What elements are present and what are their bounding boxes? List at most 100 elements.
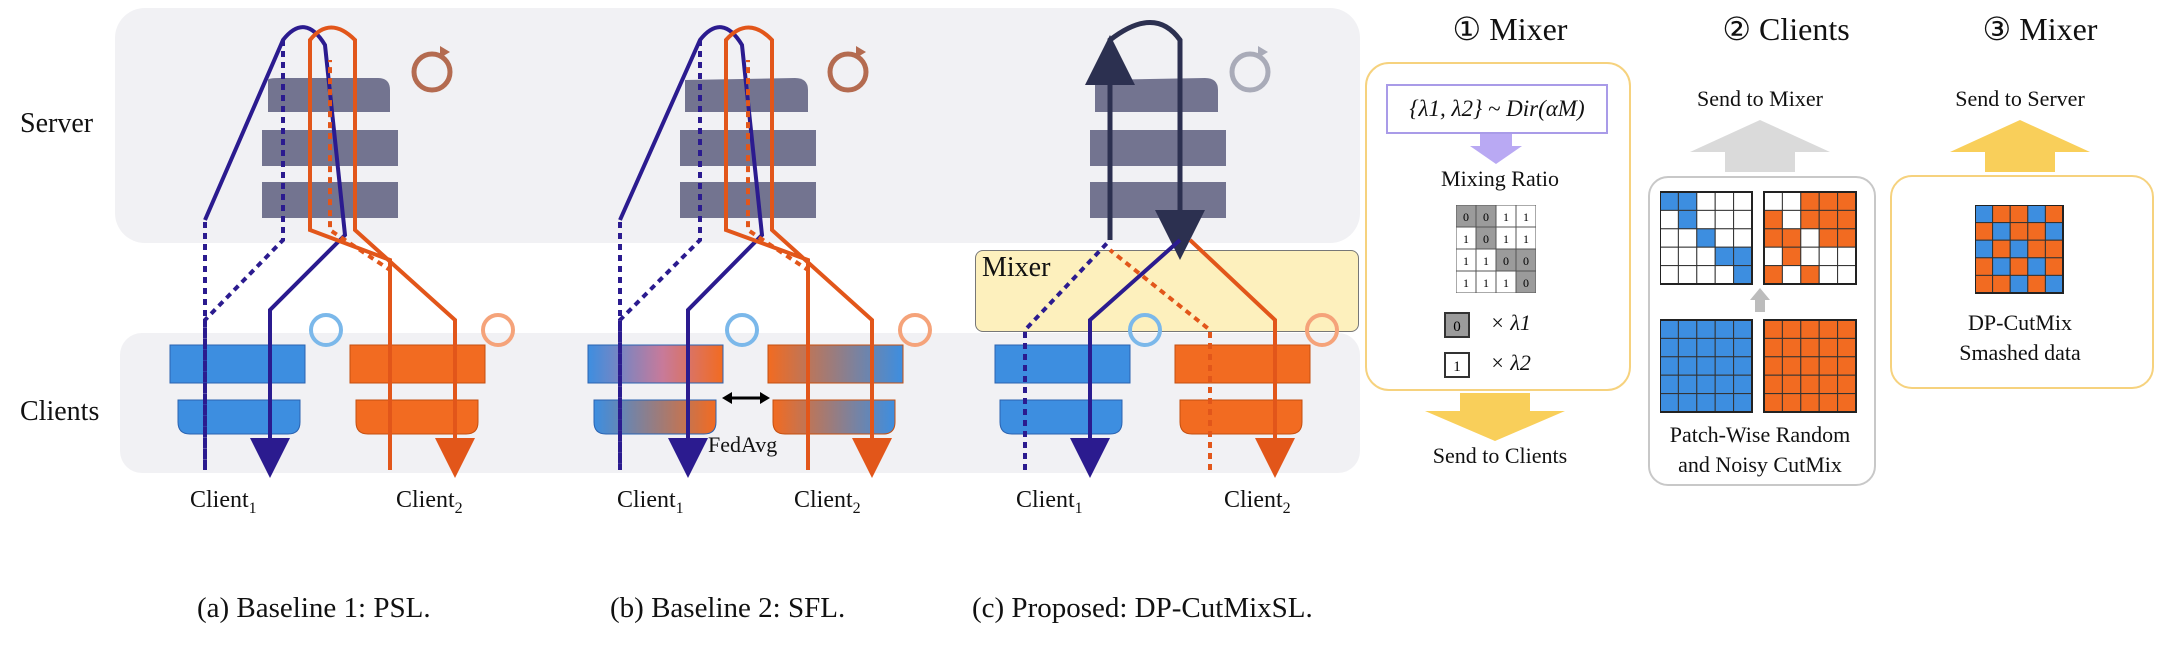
grid-cell [1781, 374, 1802, 395]
legend-zero-cell: 0 [1444, 312, 1470, 338]
grid-cell [1660, 356, 1679, 376]
grid-cell [1837, 265, 1857, 285]
grid-cell [1975, 274, 1994, 294]
fedavg-label: FedAvg [708, 432, 778, 457]
grid-cell [1818, 374, 1839, 395]
legend-one-cell: 1 [1444, 352, 1470, 378]
grid-cell [1733, 319, 1753, 339]
grid-cell [1763, 319, 1783, 339]
grid-cell [1696, 265, 1716, 285]
server-label: Server [20, 108, 94, 139]
grid-cell [1763, 246, 1783, 267]
client2-label-b: Client2 [794, 487, 861, 517]
grid-border [1660, 191, 1753, 285]
client1-label-b: Client1 [617, 487, 684, 517]
grid-cell [1714, 191, 1735, 211]
panel-a [169, 25, 515, 478]
grid-cell [1763, 209, 1783, 230]
grid-cell [1800, 209, 1820, 230]
grid-cell [1763, 337, 1783, 358]
panel-b [587, 25, 932, 478]
grid-cell [1781, 246, 1802, 267]
matrix-cell-value: 1 [1483, 254, 1489, 268]
grid-cell [1992, 222, 2011, 241]
client1-label-a: Client1 [190, 487, 257, 517]
grid-cell [1660, 393, 1679, 413]
grid-cell [1800, 374, 1820, 395]
grid-cell [1660, 374, 1679, 395]
grid-cell [1800, 393, 1820, 413]
dp-cutmix-desc-2: Smashed data [1959, 340, 2081, 365]
cutmix-desc-2: and Noisy CutMix [1678, 452, 1842, 477]
grid-cell [1818, 265, 1839, 285]
grid-border [1975, 205, 2064, 294]
step1-box [1365, 62, 1631, 391]
grid-cell [1714, 228, 1735, 248]
grid-cell [2009, 239, 2029, 259]
grid-cell [1818, 393, 1839, 413]
send-to-clients-label: Send to Clients [1432, 443, 1568, 468]
matrix-cell-value: 0 [1523, 254, 1529, 268]
grid-cell [1837, 246, 1857, 267]
grid-cell [1660, 228, 1679, 248]
grid-cell [1714, 265, 1735, 285]
grid-cell [2009, 257, 2029, 276]
grid-cell [1677, 191, 1698, 211]
grid-cell [1677, 374, 1698, 395]
grid-cell [2027, 239, 2046, 259]
grid-cell [1781, 265, 1802, 285]
grid-cell [1975, 257, 1994, 276]
grid-cell [1696, 337, 1716, 358]
grid-cell [1818, 337, 1839, 358]
grid-cell [1714, 374, 1735, 395]
grid-cell [1763, 393, 1783, 413]
grid-cell [2044, 257, 2064, 276]
dp-cutmix-desc-1: DP-CutMix [1968, 310, 2072, 335]
grid-cell [1714, 319, 1735, 339]
grid-cell [1660, 209, 1679, 230]
dp-cutmix-grid [1975, 205, 2064, 294]
grid-cell [1800, 228, 1820, 248]
grid-cell [1763, 356, 1783, 376]
grid-cell [1837, 356, 1857, 376]
svg-text:1: 1 [1453, 359, 1461, 375]
matrix-cell-value: 0 [1523, 276, 1529, 290]
grid-cell [1800, 246, 1820, 267]
matrix-cell-value: 0 [1483, 232, 1489, 246]
grid-cell [1696, 191, 1716, 211]
grid-cell [1837, 374, 1857, 395]
grid-border [1763, 319, 1857, 413]
grid-cell [1781, 393, 1802, 413]
grid-cell [1837, 393, 1857, 413]
grid-cell [1733, 393, 1753, 413]
grid-cell [1660, 319, 1679, 339]
grid-cell [2027, 205, 2046, 224]
grid-cell [1763, 191, 1783, 211]
grid-cell [1696, 374, 1716, 395]
grid-cell [1837, 228, 1857, 248]
grid-cell [1818, 319, 1839, 339]
grid-cell [1800, 356, 1820, 376]
matrix-cell-value: 1 [1503, 232, 1509, 246]
grid-cell [1733, 191, 1753, 211]
grid-cell [1677, 337, 1698, 358]
matrix-cell-value: 1 [1463, 254, 1469, 268]
matrix-cell-value: 1 [1483, 276, 1489, 290]
matrix-cell-value: 1 [1463, 276, 1469, 290]
grid-cell [1677, 228, 1698, 248]
step3-title: ③ Mixer [1982, 11, 2098, 47]
grid-cell [1660, 265, 1679, 285]
grid-cell [1714, 209, 1735, 230]
step1-title: ① Mixer [1452, 11, 1568, 47]
grid-cell [1677, 393, 1698, 413]
matrix-cell [1515, 270, 1536, 293]
matrix-cell-value: 1 [1463, 232, 1469, 246]
grid-cell [2027, 257, 2046, 276]
grid-cell [2009, 222, 2029, 241]
grid-cell [2044, 239, 2064, 259]
grid-cell [1763, 265, 1783, 285]
step3-box [1890, 175, 2154, 389]
svg-text:0: 0 [1453, 319, 1461, 335]
grid-cell [1837, 337, 1857, 358]
matrix-cell-value: 0 [1463, 210, 1469, 224]
